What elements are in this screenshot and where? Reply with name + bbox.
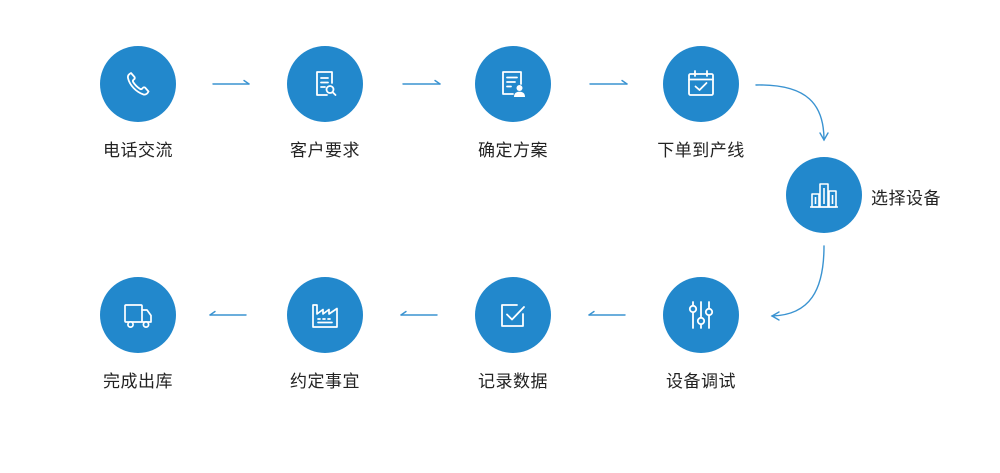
arrow-4-5 [755, 84, 829, 142]
step-label-8: 约定事宜 [290, 372, 360, 392]
step-node-phone [100, 46, 176, 122]
arrow-6-7 [588, 310, 626, 316]
step-node-requirements [287, 46, 363, 122]
step-node-plan [475, 46, 551, 122]
step-label-5: 选择设备 [871, 189, 941, 209]
arrow-2-3 [402, 79, 441, 85]
step-node-equipment [786, 157, 862, 233]
arrow-1-2 [212, 79, 250, 85]
step-label-9: 完成出库 [103, 372, 173, 392]
step-label-6: 设备调试 [666, 372, 736, 392]
document-search-icon [316, 71, 337, 96]
arrow-7-8 [400, 310, 438, 316]
arrow-5-6 [770, 245, 825, 321]
phone-icon [127, 72, 150, 96]
step-label-1: 电话交流 [103, 141, 173, 161]
step-node-delivery [100, 277, 176, 353]
step-label-3: 确定方案 [478, 141, 548, 161]
truck-icon [124, 304, 152, 328]
buildings-icon [810, 183, 838, 208]
step-node-debugging [663, 277, 739, 353]
step-node-record [475, 277, 551, 353]
calendar-check-icon [688, 70, 714, 96]
step-label-7: 记录数据 [478, 372, 548, 392]
document-user-icon [502, 71, 525, 97]
step-label-2: 客户要求 [290, 141, 360, 161]
step-label-4: 下单到产线 [657, 141, 745, 161]
sliders-icon [688, 301, 714, 329]
arrow-8-9 [209, 310, 247, 316]
step-node-order [663, 46, 739, 122]
step-node-agreement [287, 277, 363, 353]
factory-icon [312, 304, 338, 328]
checkbox-icon [501, 304, 525, 327]
arrow-3-4 [589, 79, 628, 85]
